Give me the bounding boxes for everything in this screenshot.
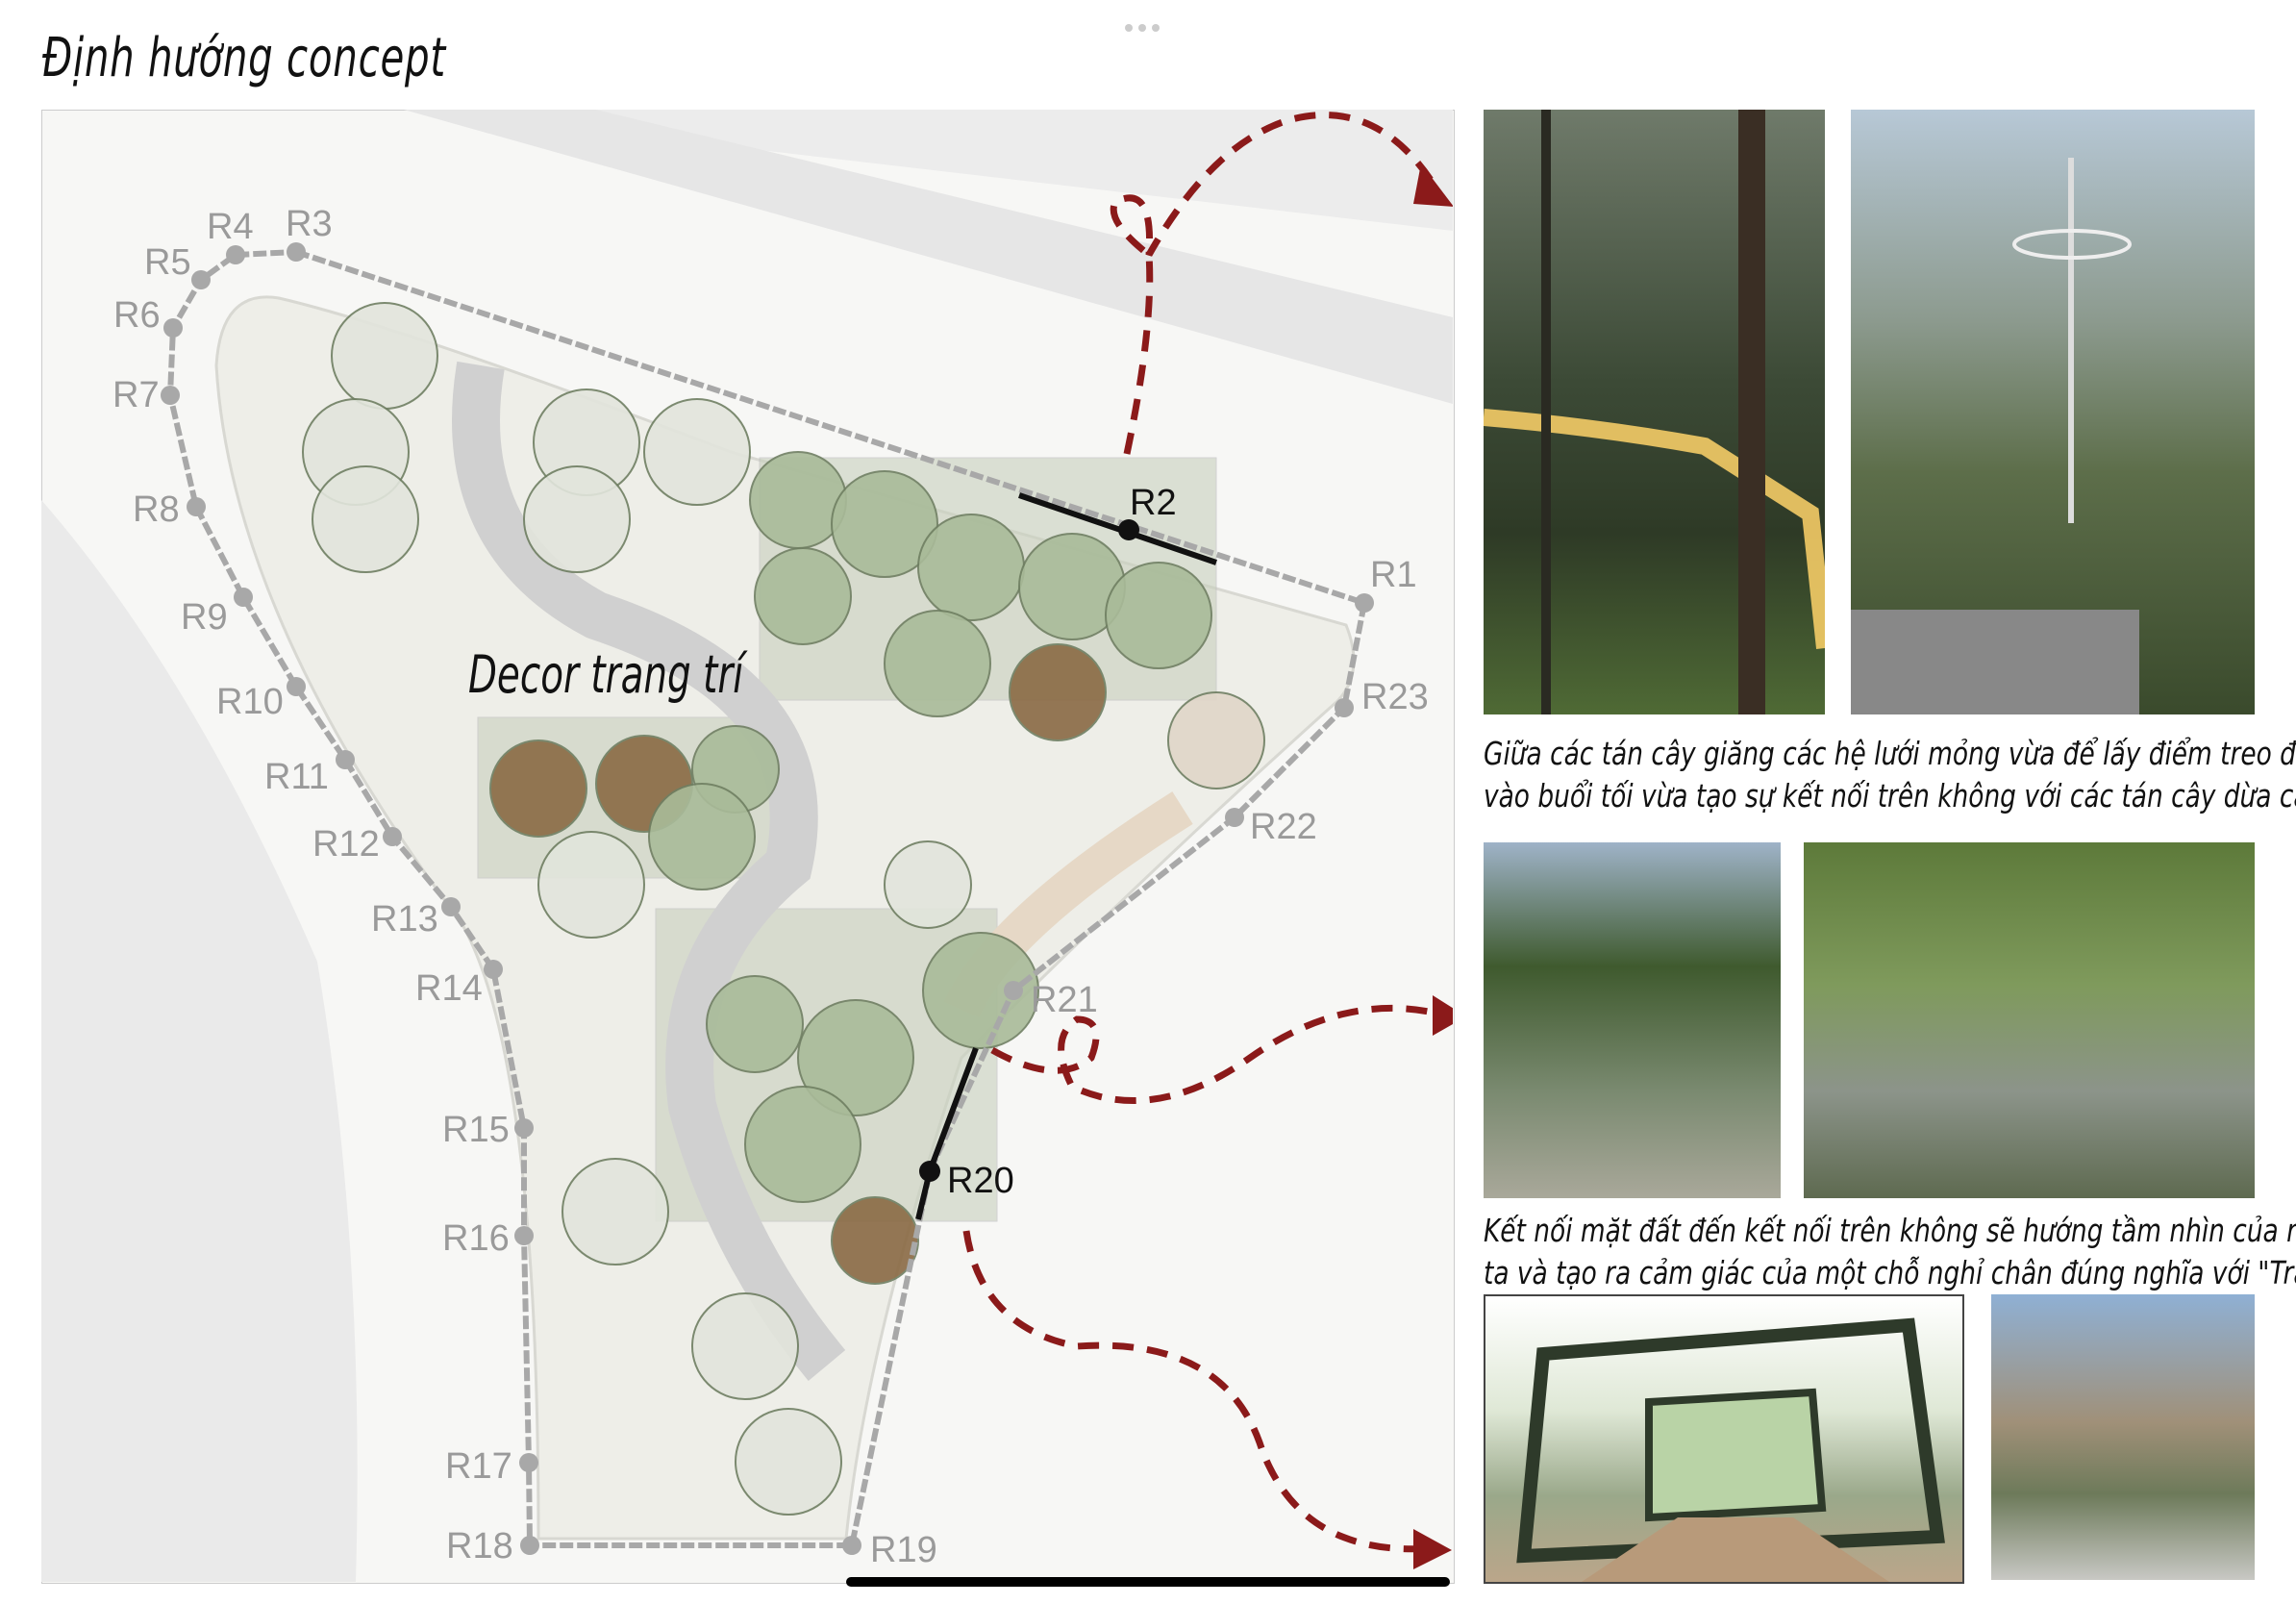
arrow-path-rest [962, 1230, 1434, 1553]
route-label-r13: R13 [371, 899, 438, 940]
route-point-r13 [441, 897, 461, 916]
route-label-r2: R2 [1130, 483, 1177, 523]
caption-ground-to-air: Kết nối mặt đất đến kết nối trên không s… [1484, 1210, 2296, 1294]
tree-canopy [706, 975, 804, 1073]
route-point-r3 [287, 242, 306, 262]
tree-canopy [312, 465, 419, 573]
tree-canopy [884, 610, 991, 717]
route-label-r5: R5 [144, 242, 191, 283]
route-label-r9: R9 [181, 597, 228, 638]
route-path [166, 249, 1368, 1548]
route-point-r18 [520, 1536, 539, 1555]
photo-net-walkway-trees [1484, 842, 1781, 1198]
route-point-r19 [842, 1536, 861, 1555]
route-point-r17 [519, 1453, 538, 1472]
tree-canopy [1167, 691, 1265, 789]
route-label-r22: R22 [1250, 807, 1317, 847]
caption-line: Giữa các tán cây giăng các hệ lưới mỏng … [1484, 735, 2296, 772]
caption-line: Kết nối mặt đất đến kết nối trên không s… [1484, 1212, 2296, 1249]
route-label-r20: R20 [947, 1161, 1014, 1201]
route-label-r4: R4 [207, 207, 254, 247]
tree-canopy [917, 514, 1025, 621]
home-indicator[interactable] [846, 1577, 1450, 1587]
sketch-pergola-walkway [1484, 1294, 1964, 1584]
route-label-r23: R23 [1361, 677, 1429, 717]
route-point-r15 [514, 1118, 534, 1138]
tree-canopy [523, 465, 631, 573]
arrow-head-icon [1413, 163, 1453, 207]
route-label-r14: R14 [415, 968, 483, 1009]
route-label-r11: R11 [264, 757, 329, 797]
caption-line: vào buổi tối vừa tạo sự kết nối trên khô… [1484, 777, 2296, 815]
route-point-r10 [287, 677, 306, 696]
route-point-r4 [226, 245, 245, 264]
tree-canopy [648, 783, 756, 890]
tree-canopy [643, 398, 751, 506]
route-highlight [1018, 492, 1217, 565]
route-label-r19: R19 [870, 1530, 937, 1570]
arrow-path-ground [990, 1004, 1443, 1104]
tree-canopy [691, 1292, 799, 1400]
caption-line: ta và tạo ra cảm giác của một chỗ nghỉ c… [1484, 1254, 2296, 1291]
curved-walkway [452, 361, 846, 1382]
route-point-r7 [161, 386, 180, 405]
tree-canopy [537, 831, 645, 939]
tree-canopy [831, 1196, 919, 1285]
page-dots [1125, 17, 1171, 32]
arrow-head-icon [1413, 1529, 1452, 1569]
route-point-r12 [383, 827, 402, 846]
photo-net-pavilion-path [1991, 1294, 2255, 1580]
route-label-r12: R12 [312, 824, 380, 865]
tree-canopy [1009, 643, 1107, 741]
route-point-r23 [1335, 698, 1354, 717]
tree-canopy [562, 1158, 669, 1266]
route-point-r2 [1118, 519, 1139, 540]
route-point-r22 [1225, 808, 1244, 827]
decor-label: Decor trang trí [468, 645, 748, 706]
route-label-r16: R16 [442, 1218, 510, 1259]
route-label-r21: R21 [1031, 980, 1098, 1020]
page-title: Định hướng concept [42, 27, 446, 89]
photo-lit-canopy-walkway [1484, 110, 1825, 714]
arrow-head-icon [1433, 995, 1453, 1036]
route-label-r15: R15 [442, 1110, 510, 1150]
route-label-r3: R3 [286, 204, 333, 244]
route-label-r17: R17 [445, 1446, 512, 1487]
route-point-r21 [1004, 981, 1023, 1000]
route-point-r16 [514, 1226, 534, 1245]
tree-canopy [735, 1408, 842, 1516]
tree-canopy [831, 470, 938, 578]
photo-net-canopy-pavilion [1851, 110, 2255, 714]
route-point-r1 [1355, 593, 1374, 613]
arrow-path-canopy [1110, 112, 1435, 455]
route-label-r10: R10 [216, 682, 284, 722]
route-point-r14 [484, 960, 503, 979]
tree-canopy [744, 1086, 861, 1203]
tree-canopy [1105, 562, 1212, 669]
road-edge [41, 500, 358, 1582]
route-label-r7: R7 [112, 375, 160, 415]
route-point-r8 [187, 497, 206, 516]
caption-canopy-net: Giữa các tán cây giăng các hệ lưới mỏng … [1484, 733, 2296, 817]
route-label-r6: R6 [113, 295, 161, 336]
tree-canopy [884, 840, 972, 929]
route-point-r6 [163, 318, 183, 338]
route-point-r9 [234, 588, 253, 607]
tree-canopy [797, 999, 914, 1116]
route-point-r20 [919, 1161, 940, 1182]
road-band [404, 110, 1453, 404]
route-label-r8: R8 [133, 489, 180, 530]
route-label-r1: R1 [1370, 555, 1417, 595]
route-point-r5 [191, 270, 211, 289]
route-point-r11 [336, 750, 355, 769]
tree-canopy [754, 547, 852, 645]
route-label-r18: R18 [446, 1526, 513, 1566]
tree-canopy [489, 739, 587, 838]
tree-canopy [922, 932, 1039, 1049]
photo-forest-nets [1804, 842, 2255, 1198]
tree-canopy [331, 302, 438, 410]
